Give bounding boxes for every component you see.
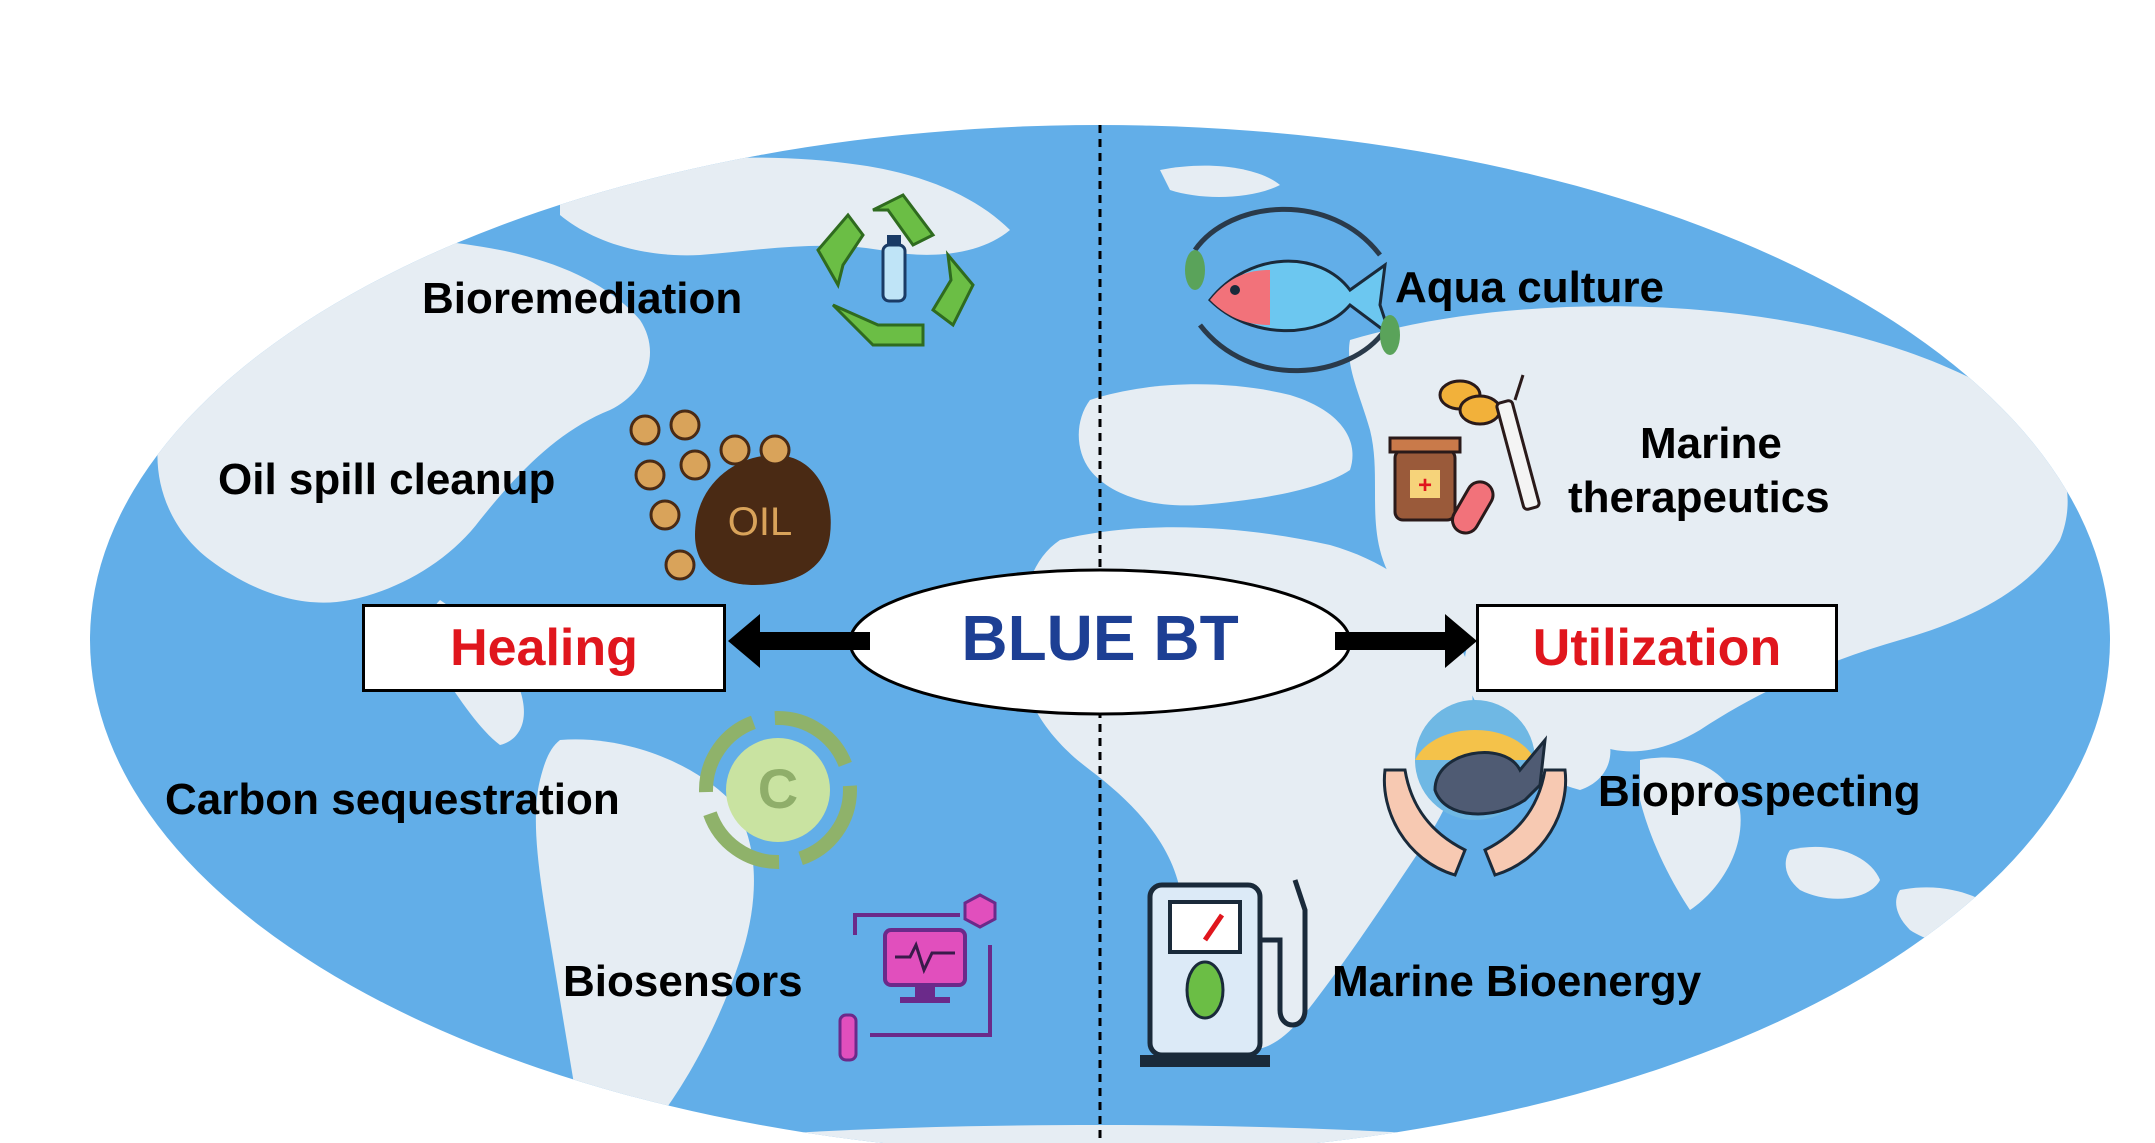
fuel-pump-icon: [1140, 879, 1308, 1067]
medicine-icon: +: [1388, 374, 1541, 535]
oil-drop-icon: OIL: [629, 409, 831, 585]
arrow-right: [1335, 614, 1477, 668]
biosensors-label: Biosensors: [563, 957, 803, 1006]
monitor-sensor-icon: [838, 893, 997, 1062]
carbon-sequestration-label: Carbon sequestration: [165, 775, 620, 824]
center-title: BLUE BT: [961, 602, 1239, 674]
oil-spill-label: Oil spill cleanup: [218, 455, 556, 504]
marine-bioenergy-label: Marine Bioenergy: [1332, 957, 1702, 1006]
oil-icon-text: OIL: [728, 500, 792, 544]
bioremediation-label: Bioremediation: [422, 274, 743, 323]
utilization-label: Utilization: [1532, 619, 1782, 677]
bioprospecting-label: Bioprospecting: [1598, 767, 1921, 816]
marine-therapeutics-label-1: Marine: [1640, 419, 1782, 468]
recycle-icon: [816, 193, 975, 347]
utilization-box: Utilization: [1476, 604, 1838, 692]
carbon-icon-text: C: [758, 757, 798, 820]
whale-hands-icon: [1382, 700, 1568, 877]
svg-text:+: +: [1418, 472, 1432, 499]
arrow-left: [728, 614, 870, 668]
healing-box: Healing: [362, 604, 726, 692]
healing-label: Healing: [450, 619, 638, 677]
fish-cycle-icon: [1185, 206, 1400, 374]
aqua-culture-label: Aqua culture: [1395, 263, 1664, 312]
marine-therapeutics-label-2: therapeutics: [1568, 473, 1830, 522]
carbon-cycle-icon: C: [699, 711, 857, 869]
